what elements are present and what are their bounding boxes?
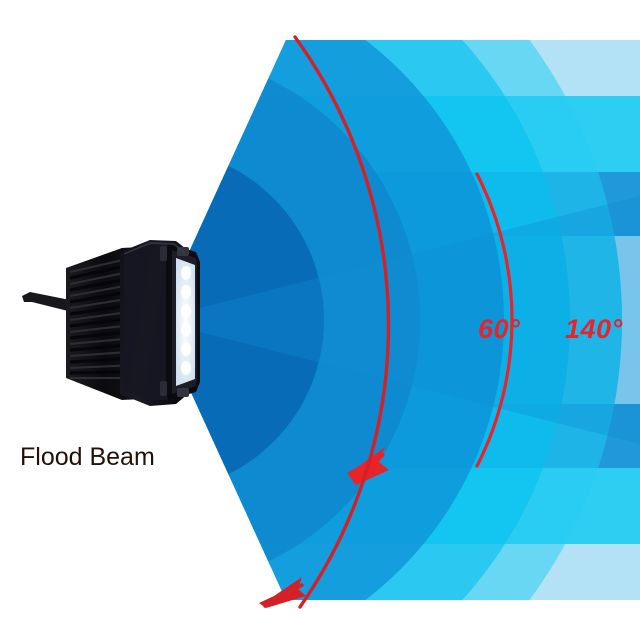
housing-bolt-bottom bbox=[160, 381, 167, 396]
flood-beam-label: Flood Beam bbox=[20, 443, 155, 471]
housing-clip-bottom bbox=[177, 388, 189, 397]
140-degree-arc bbox=[259, 35, 391, 609]
housing-bolt-top bbox=[160, 246, 167, 261]
beam-axis-hotspot bbox=[158, 196, 640, 444]
power-cable bbox=[22, 292, 72, 312]
led-work-light bbox=[22, 240, 200, 406]
led-diode-dots bbox=[181, 266, 191, 375]
outer-angle-label: 140° bbox=[565, 314, 623, 344]
beam-concentric-rings bbox=[158, 40, 622, 600]
140-degree-arrowhead bbox=[259, 577, 306, 608]
inner-angle-label: 60° bbox=[478, 314, 520, 344]
housing-top-highlight bbox=[123, 242, 187, 255]
